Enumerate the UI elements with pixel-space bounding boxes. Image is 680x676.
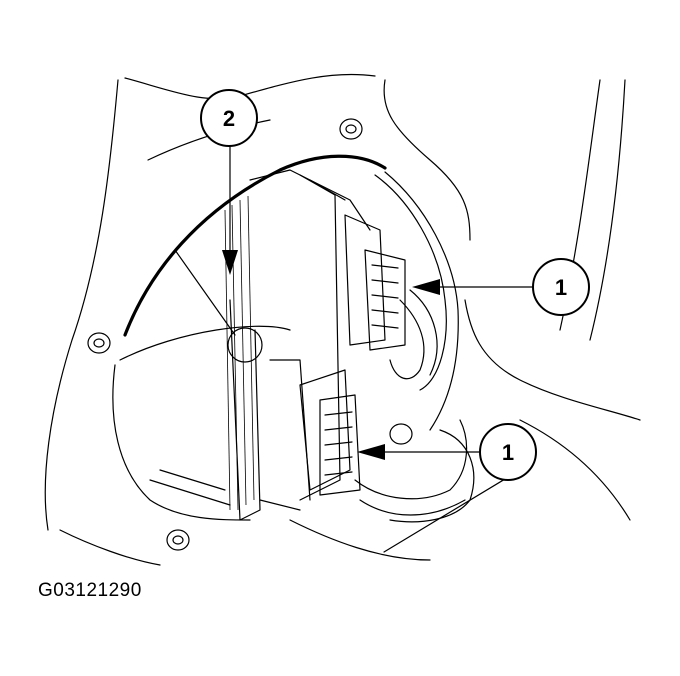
callout-1-lower-label: 1 [502, 440, 514, 465]
connector-lower [299, 369, 361, 496]
arrow-head-2 [222, 250, 238, 275]
arrow-head-1-lower [357, 444, 385, 460]
callout-2-label: 2 [223, 106, 235, 131]
leader-lines [222, 144, 536, 460]
speaker-assembly [112, 154, 387, 521]
door-panel-outline [44, 73, 641, 566]
callout-2: 2 [200, 89, 258, 147]
arrow-head-1-upper [412, 279, 440, 295]
callout-1-upper: 1 [532, 258, 590, 316]
connector-upper [344, 214, 406, 351]
figure-id: G03121290 [38, 580, 142, 601]
mounting-holes [87, 118, 413, 551]
callout-1-lower: 1 [479, 423, 537, 481]
wiring-harness [354, 171, 475, 523]
callout-1-upper-label: 1 [555, 275, 567, 300]
